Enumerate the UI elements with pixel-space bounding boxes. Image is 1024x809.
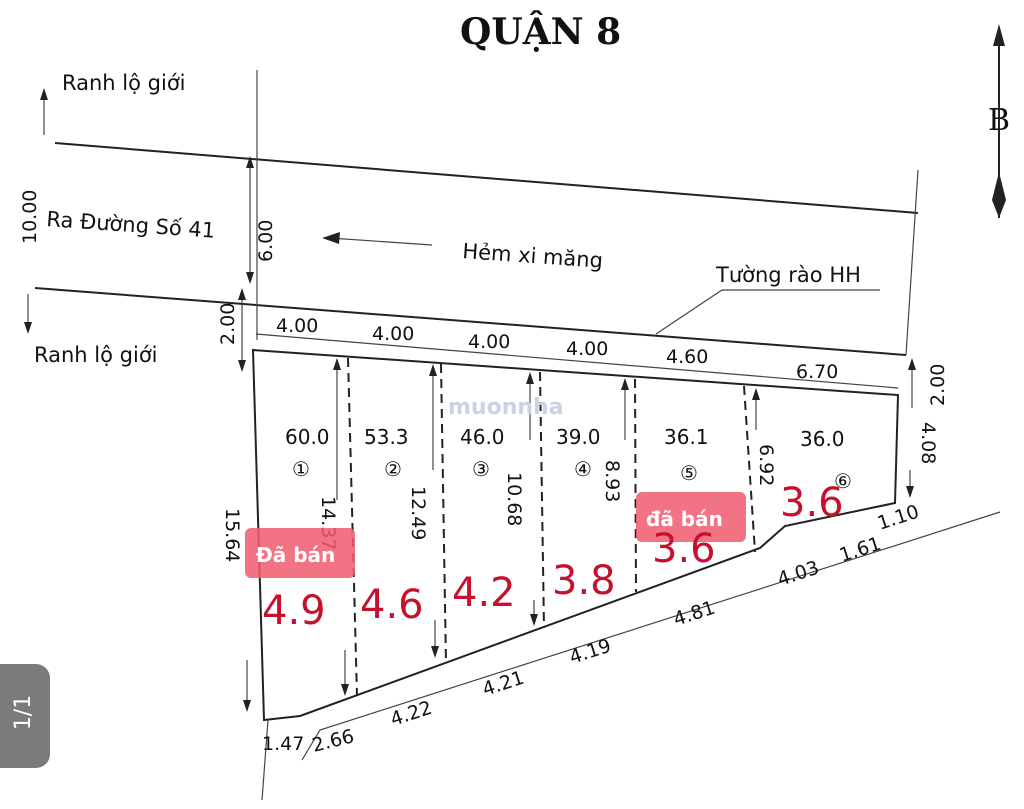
north-label: B xyxy=(988,103,1010,138)
rear-seg-4: 4.21 xyxy=(480,667,527,701)
lot-5-price: 3.6 xyxy=(652,526,716,572)
front-width-6: 6.70 xyxy=(796,361,838,383)
watermark: muonnha xyxy=(448,395,564,420)
rear-seg-6: 4.81 xyxy=(671,597,718,631)
rear-seg-8: 1.61 xyxy=(837,533,884,567)
tuong-label: Tường rào HH xyxy=(715,263,861,287)
lot-5-area: 36.1 xyxy=(664,425,709,449)
lot-boundary xyxy=(251,348,900,722)
depth-1: 15.64 xyxy=(221,508,243,562)
lot-5-number: ⑤ xyxy=(680,461,698,485)
lot-3-price: 4.2 xyxy=(452,570,516,616)
hem-label: Hẻm xi măng xyxy=(462,239,604,273)
lot-2-price: 4.6 xyxy=(360,582,424,628)
rear-seg-1: 1.47 xyxy=(262,733,304,755)
lot-1-number: ① xyxy=(292,457,310,481)
lot-6-number: ⑥ xyxy=(834,469,852,493)
sold-badge-lot-5-bg xyxy=(636,492,746,542)
road-bottom-edge xyxy=(34,287,907,356)
sold-badge-lot-1-bg xyxy=(245,528,355,578)
lot-6-price: 3.6 xyxy=(780,480,844,526)
road-dimension-arrows xyxy=(24,88,916,408)
front-width-3: 4.00 xyxy=(468,331,510,353)
road-top-edge xyxy=(54,142,919,214)
sold-badge-lot-5: đã bán xyxy=(646,507,723,531)
depth-4: 10.68 xyxy=(503,472,525,526)
lot-1-area: 60.0 xyxy=(285,425,330,449)
front-width-1: 4.00 xyxy=(276,315,318,337)
depth-5: 8.93 xyxy=(601,460,623,502)
rear-seg-7: 4.03 xyxy=(775,557,822,591)
page-indicator-text: 1/1 xyxy=(11,694,37,731)
depth-arrows xyxy=(243,358,914,712)
depth-6: 6.92 xyxy=(755,444,777,486)
setback-right: 2.00 xyxy=(927,364,949,406)
ranh-lo-gioi-top: Ranh lộ giới xyxy=(62,71,186,95)
lot-1-price: 4.9 xyxy=(262,588,326,634)
north-arrow-icon xyxy=(992,24,1006,218)
lot-dividers xyxy=(347,357,756,697)
front-width-2: 4.00 xyxy=(372,323,414,345)
road-direction-arrow xyxy=(322,232,433,246)
lot-6-area: 36.0 xyxy=(800,427,845,451)
lot-4-area: 39.0 xyxy=(556,425,601,449)
front-width-5: 4.60 xyxy=(666,346,708,368)
lot-4-price: 3.8 xyxy=(552,558,616,604)
lot-3-number: ③ xyxy=(472,457,490,481)
lot-2-number: ② xyxy=(384,457,402,481)
rear-seg-3: 4.22 xyxy=(388,697,435,731)
setback-left: 2.00 xyxy=(217,303,239,345)
title: QUẬN 8 xyxy=(460,10,621,53)
lot-4-number: ④ xyxy=(574,457,592,481)
front-width-4: 4.00 xyxy=(566,338,608,360)
depth-7: 4.08 xyxy=(917,422,939,464)
sold-badge-lot-1: Đã bán xyxy=(256,543,335,567)
page-indicator[interactable]: 1/1 xyxy=(0,664,50,768)
lot-3-area: 46.0 xyxy=(460,425,505,449)
road-width: 6.00 xyxy=(255,220,277,262)
rear-seg-5: 4.19 xyxy=(567,635,614,669)
road-total-width: 10.00 xyxy=(19,190,41,244)
rear-seg-2: 2.66 xyxy=(310,725,356,757)
ra-duong-label: Ra Đường Số 41 xyxy=(46,207,216,243)
lot-2-area: 53.3 xyxy=(364,425,409,449)
depth-3: 12.49 xyxy=(407,486,429,540)
ranh-lo-gioi-bottom: Ranh lộ giới xyxy=(34,343,158,367)
